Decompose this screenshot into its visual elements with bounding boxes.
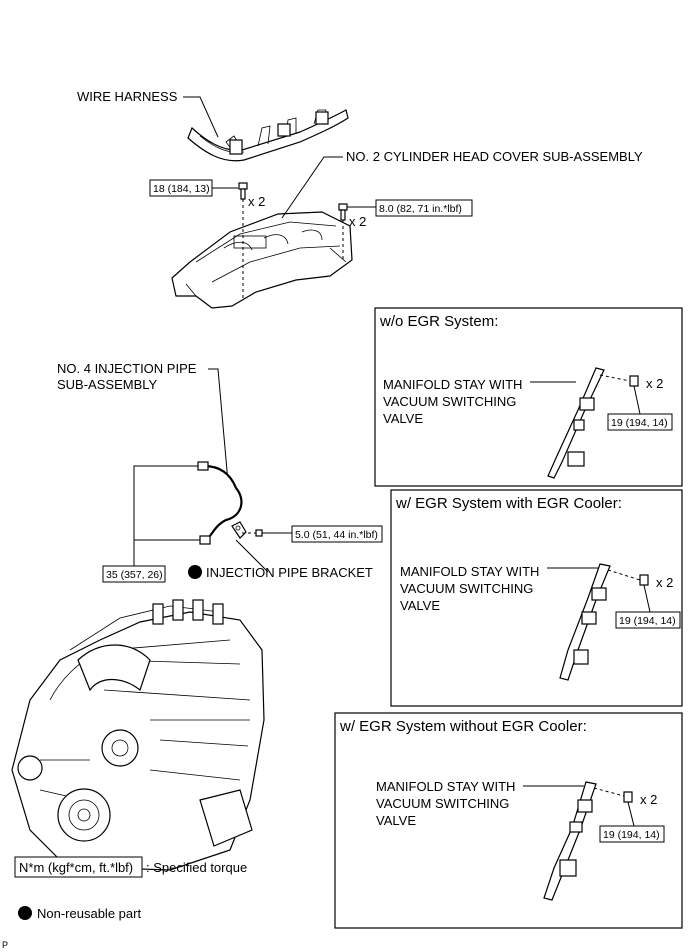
legend-nonreusable-mark	[18, 906, 32, 920]
panel-egr-no-cooler-stay-drawing	[543, 781, 597, 901]
wire-harness-leader	[183, 96, 219, 138]
wire-harness-label: WIRE HARNESS	[77, 89, 178, 104]
panel-egr-cooler-part-3: VALVE	[400, 598, 440, 613]
engine-drawing	[11, 599, 265, 871]
panel-wo-egr-torque: 19 (194, 14)	[611, 417, 668, 429]
panel-egr-cooler-qty: x 2	[656, 575, 673, 590]
panel-egr-no-cooler-part-1: MANIFOLD STAY WITH	[376, 779, 515, 794]
panel-wo-egr-part-3: VALVE	[383, 411, 423, 426]
head-cover-leader	[281, 156, 343, 219]
panel-egr-cooler-part-1: MANIFOLD STAY WITH	[400, 564, 539, 579]
panel-egr-no-cooler	[334, 712, 683, 929]
head-cover-torque-right: 8.0 (82, 71 in.*lbf)	[379, 203, 462, 215]
injection-bracket-drawing	[231, 521, 263, 539]
injection-pipe-drawing	[197, 461, 243, 545]
panel-wo-egr	[374, 307, 683, 487]
nonreusable-mark-bracket	[188, 565, 202, 579]
panel-wo-egr-part-1: MANIFOLD STAY WITH	[383, 377, 522, 392]
panel-egr-no-cooler-torque: 19 (194, 14)	[603, 829, 660, 841]
legend-nonreusable-desc: Non-reusable part	[37, 906, 141, 921]
legend-torque-desc: : Specified torque	[146, 860, 247, 875]
injection-pipe-label-1: NO. 4 INJECTION PIPE	[57, 361, 197, 376]
panel-egr-cooler-torque: 19 (194, 14)	[619, 615, 676, 627]
panel-egr-no-cooler-part-2: VACUUM SWITCHING	[376, 796, 509, 811]
injection-bracket-label: INJECTION PIPE BRACKET	[206, 565, 373, 580]
injection-pipe-leader	[208, 368, 229, 483]
panel-egr-cooler-stay-drawing	[559, 563, 611, 681]
head-cover-label: NO. 2 CYLINDER HEAD COVER SUB-ASSEMBLY	[346, 149, 643, 164]
footer-code: P	[2, 940, 8, 950]
panel-wo-egr-part-2: VACUUM SWITCHING	[383, 394, 516, 409]
panel-wo-egr-title: w/o EGR System:	[379, 313, 498, 330]
panel-wo-egr-stay-drawing	[547, 367, 605, 479]
bracket-torque: 5.0 (51, 44 in.*lbf)	[295, 529, 378, 541]
head-cover-torque-left: 18 (184, 13)	[153, 183, 210, 195]
injection-pipe-label-2: SUB-ASSEMBLY	[57, 377, 158, 392]
head-cover-qty-right: x 2	[349, 214, 366, 229]
head-cover-bolt-left	[238, 182, 248, 300]
legend-torque-unit: N*m (kgf*cm, ft.*lbf)	[19, 860, 133, 875]
panel-egr-cooler-title: w/ EGR System with EGR Cooler:	[395, 495, 622, 512]
injection-pipe-torque: 35 (357, 26)	[106, 569, 163, 581]
legend-torque-box	[14, 856, 143, 878]
head-cover-qty-left: x 2	[248, 194, 265, 209]
panel-egr-no-cooler-part-3: VALVE	[376, 813, 416, 828]
wire-harness-drawing	[187, 109, 349, 162]
panel-egr-cooler-part-2: VACUUM SWITCHING	[400, 581, 533, 596]
panel-egr-cooler	[390, 489, 683, 707]
head-cover-drawing	[171, 211, 353, 309]
panel-egr-no-cooler-title: w/ EGR System without EGR Cooler:	[339, 718, 587, 735]
panel-wo-egr-qty: x 2	[646, 376, 663, 391]
panel-egr-no-cooler-qty: x 2	[640, 792, 657, 807]
